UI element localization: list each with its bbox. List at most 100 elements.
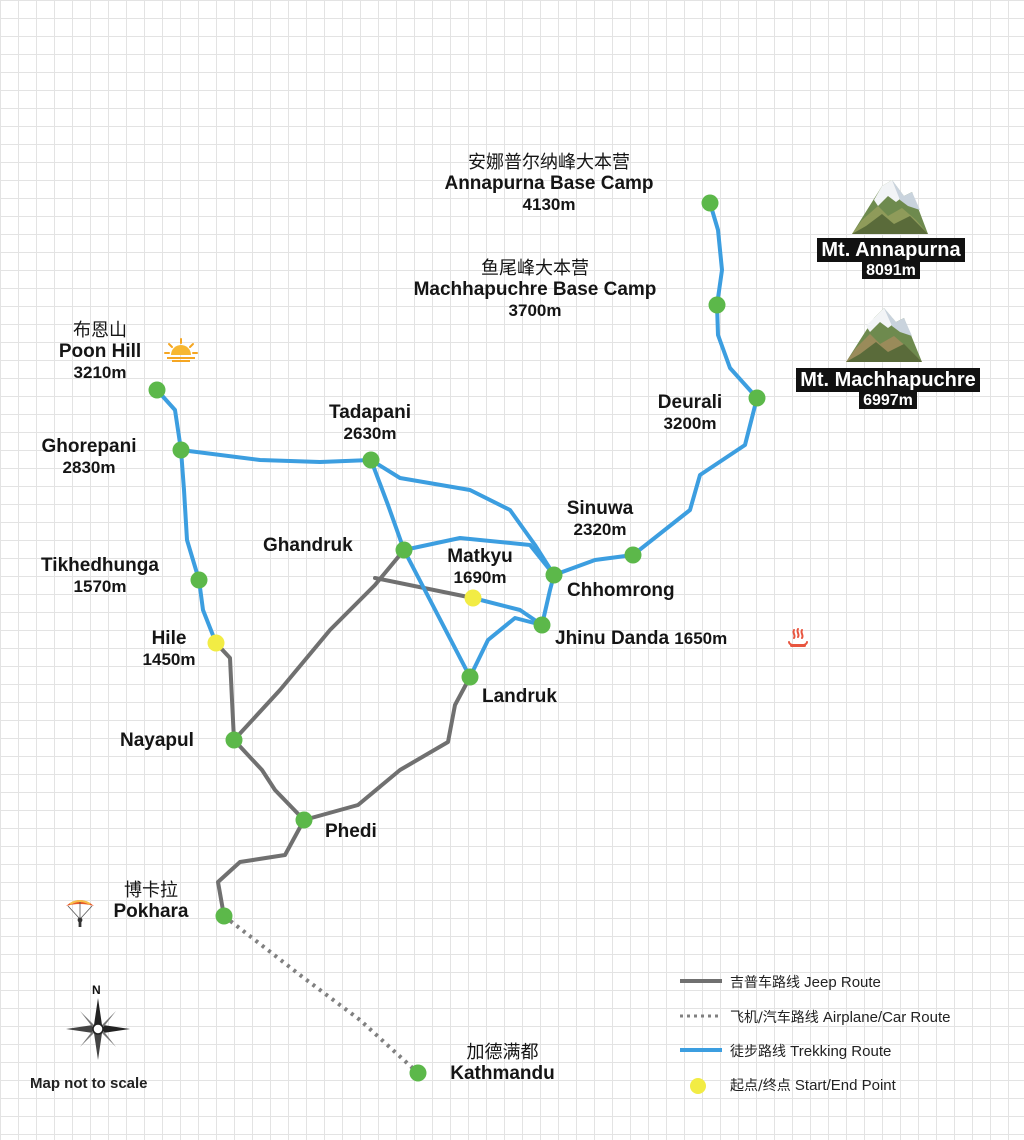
tadapani-elevation: 2630m: [343, 424, 397, 443]
ghorepani-elevation: 2830m: [62, 458, 116, 477]
mbc-cn-name: 鱼尾峰大本营: [481, 258, 589, 279]
label-deurali: Deurali 3200m: [640, 392, 740, 434]
chhomrong-name: Chhomrong: [567, 580, 675, 601]
airplane-car-route: [222, 914, 420, 1075]
trek-route-matkyu-jhinudanda: [471, 596, 544, 627]
sinuwa-elevation: 2320m: [573, 520, 627, 539]
waypoint-ghorepani: [172, 441, 190, 459]
tikhedhunga-name: Tikhedhunga: [41, 555, 159, 576]
legend-jeep: 吉普车路线 Jeep Route: [730, 972, 881, 992]
hile-name: Hile: [151, 628, 187, 649]
waypoint-hile: [207, 634, 225, 652]
trek-route-ghorepani-tadapani: [179, 448, 373, 464]
legend-jeep-swatch: [680, 979, 722, 983]
poonhill-name: Poon Hill: [58, 341, 142, 362]
landruk-name: Landruk: [482, 686, 557, 707]
legend-air: 飞机/汽车路线 Airplane/Car Route: [730, 1007, 950, 1027]
kathmandu-name: Kathmandu: [450, 1063, 555, 1084]
waypoint-tadapani: [362, 451, 380, 469]
ghandruk-name: Ghandruk: [263, 535, 353, 556]
jhinudanda-name: Jhinu Danda: [555, 628, 670, 649]
waypoint-tikhedhunga: [190, 571, 208, 589]
legend-jeep-en: Jeep Route: [804, 974, 881, 991]
label-hile: Hile 1450m: [124, 628, 214, 670]
label-poon-hill: 布恩山 Poon Hill 3210m: [40, 320, 160, 383]
legend-trek: 徒步路线 Trekking Route: [730, 1041, 891, 1061]
waypoint-nayapul: [225, 731, 243, 749]
waypoint-matkyu: [464, 589, 482, 607]
jeep-route-nayapul-ghandruk: [232, 548, 406, 742]
legend-trek-en: Trekking Route: [790, 1043, 892, 1060]
label-phedi: Phedi: [325, 821, 377, 842]
label-pokhara: 博卡拉 Pokhara: [96, 880, 206, 922]
annapurna-mountain-icon: [852, 180, 928, 234]
label-nayapul: Nayapul: [120, 730, 194, 751]
waypoint-pokhara: [215, 907, 233, 925]
legend-point-en: Start/End Point: [794, 1077, 896, 1094]
waypoint-chhomrong: [545, 566, 563, 584]
label-jhinu-danda: Jhinu Danda 1650m: [555, 628, 727, 649]
trek-route-ghandruk-landruk: [402, 548, 472, 679]
label-landruk: Landruk: [482, 686, 557, 707]
jeep-routes: [214, 548, 475, 918]
legend-trek-cn: 徒步路线: [730, 1044, 786, 1060]
label-machhapuchre-base-camp: 鱼尾峰大本营 Machhapuchre Base Camp 3700m: [360, 258, 710, 321]
kathmandu-cn-name: 加德满都: [466, 1042, 539, 1063]
ghorepani-name: Ghorepani: [41, 436, 137, 457]
label-ghorepani: Ghorepani 2830m: [30, 436, 148, 478]
waypoint-deurali: [748, 389, 766, 407]
legend-point-cn: 起点/终点: [730, 1078, 791, 1094]
machhapuchre-elevation: 6997m: [859, 392, 917, 409]
compass-icon: [66, 998, 130, 1060]
waypoints: [148, 194, 766, 1082]
scale-note: Map not to scale: [30, 1075, 148, 1092]
label-sinuwa: Sinuwa 2320m: [550, 498, 650, 540]
poonhill-elevation: 3210m: [73, 363, 127, 382]
jhinudanda-elevation: 1650m: [674, 629, 728, 648]
jeep-route-phedi-landruk: [302, 675, 472, 822]
matkyu-name: Matkyu: [447, 546, 513, 567]
waypoint-jhinu-danda: [533, 616, 551, 634]
paraglider-icon: [66, 900, 94, 927]
pokhara-name: Pokhara: [113, 901, 189, 922]
mbc-name: Machhapuchre Base Camp: [413, 279, 657, 300]
legend-air-swatch: [680, 1014, 722, 1018]
label-matkyu: Matkyu 1690m: [430, 546, 530, 588]
tikhedhunga-elevation: 1570m: [73, 577, 127, 596]
waypoint-abc: [701, 194, 719, 212]
trek-route-landruk-jhinudanda: [468, 616, 544, 679]
waypoint-kathmandu: [409, 1064, 427, 1082]
compass-north-label: N: [92, 983, 101, 997]
abc-cn-name: 安娜普尔纳峰大本营: [468, 152, 630, 173]
waypoint-sinuwa: [624, 546, 642, 564]
label-tikhedhunga: Tikhedhunga 1570m: [18, 555, 182, 597]
jeep-route-nayapul-phedi: [232, 738, 306, 822]
annapurna-name: Mt. Annapurna: [817, 238, 965, 262]
label-tadapani: Tadapani 2630m: [310, 402, 430, 444]
trek-route-poonhill-hile: [155, 388, 218, 645]
peak-label-annapurna: Mt. Annapurna 8091m: [796, 238, 986, 280]
phedi-name: Phedi: [325, 821, 377, 842]
matkyu-elevation: 1690m: [453, 568, 507, 587]
nayapul-name: Nayapul: [120, 730, 194, 751]
jeep-route-hile-nayapul: [214, 641, 236, 742]
machhapuchre-mountain-icon: [846, 308, 922, 362]
trek-route-tadapani-ghandruk: [369, 458, 406, 552]
label-chhomrong: Chhomrong: [567, 580, 675, 601]
waypoint-phedi: [295, 811, 313, 829]
sunrise-icon: [164, 338, 198, 362]
label-kathmandu: 加德满都 Kathmandu: [430, 1042, 575, 1084]
waypoint-poon-hill: [148, 381, 166, 399]
tadapani-name: Tadapani: [329, 402, 411, 423]
legend-point-swatch: [690, 1078, 706, 1094]
hot-spring-icon: [788, 628, 808, 647]
deurali-name: Deurali: [657, 392, 723, 413]
trek-route-ghandruk-chhomrong: [402, 536, 556, 577]
peak-label-machhapuchre: Mt. Machhapuchre 6997m: [770, 368, 1006, 410]
hile-elevation: 1450m: [142, 650, 196, 669]
waypoint-ghandruk: [395, 541, 413, 559]
abc-elevation: 4130m: [522, 195, 576, 214]
trek-route-tadapani-chhomrong: [369, 458, 556, 577]
legend-point: 起点/终点 Start/End Point: [730, 1075, 896, 1095]
